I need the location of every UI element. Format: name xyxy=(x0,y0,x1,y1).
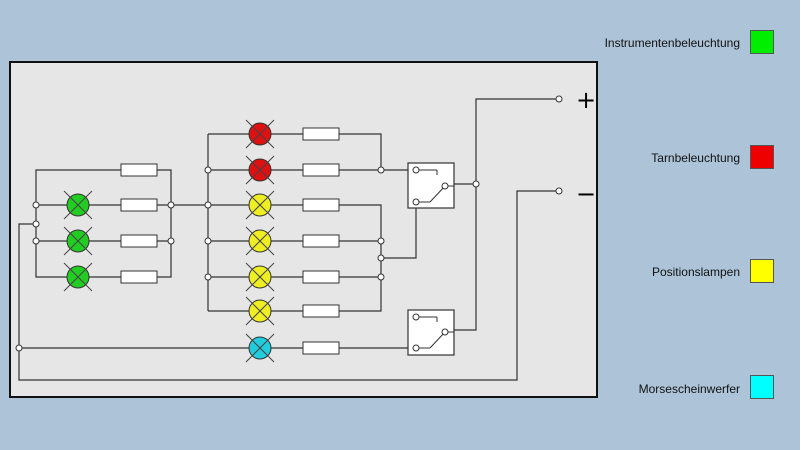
resistor-symbol xyxy=(302,270,340,284)
lamp-symbol xyxy=(63,190,93,220)
resistor-symbol xyxy=(302,127,340,141)
plus-terminal-label: + xyxy=(576,86,597,114)
legend-label: Morsescheinwerfer xyxy=(638,382,740,396)
resistor-symbol xyxy=(120,198,158,212)
legend-swatch-yellow xyxy=(750,259,774,283)
legend-label: Positionslampen xyxy=(651,265,740,279)
junction-node xyxy=(555,187,563,195)
junction-node xyxy=(32,220,40,228)
junction-node xyxy=(412,166,420,174)
minus-terminal-label: − xyxy=(576,180,597,208)
lamp-symbol xyxy=(245,333,275,363)
legend-label: Instrumentenbeleuchtung xyxy=(604,36,740,50)
junction-node xyxy=(555,95,563,103)
junction-node xyxy=(32,201,40,209)
resistor-symbol xyxy=(302,304,340,318)
lamp-symbol xyxy=(245,190,275,220)
junction-node xyxy=(204,201,212,209)
resistor-symbol xyxy=(120,234,158,248)
junction-node xyxy=(412,313,420,321)
junction-node xyxy=(441,328,449,336)
junction-node xyxy=(377,254,385,262)
junction-node xyxy=(377,166,385,174)
junction-node xyxy=(441,182,449,190)
junction-node xyxy=(472,180,480,188)
legend-label: Tarnbeleuchtung xyxy=(651,151,740,165)
lamp-symbol xyxy=(245,262,275,292)
legend-swatch-cyan xyxy=(750,375,774,399)
resistor-symbol xyxy=(302,198,340,212)
junction-node xyxy=(204,273,212,281)
lamp-symbol xyxy=(245,119,275,149)
resistor-symbol xyxy=(302,163,340,177)
legend-swatch-red xyxy=(750,145,774,169)
circuit-panel xyxy=(9,61,598,398)
legend-swatch-green xyxy=(750,30,774,54)
junction-nodes xyxy=(15,95,563,352)
junction-node xyxy=(377,237,385,245)
junction-node xyxy=(167,237,175,245)
resistor-symbol xyxy=(302,234,340,248)
lamp-symbol xyxy=(245,155,275,185)
junction-node xyxy=(412,344,420,352)
lamp-symbol xyxy=(63,262,93,292)
lamps xyxy=(63,119,275,363)
junction-node xyxy=(377,273,385,281)
junction-node xyxy=(167,201,175,209)
resistor-symbol xyxy=(120,270,158,284)
junction-node xyxy=(204,166,212,174)
resistor-symbol xyxy=(120,163,158,177)
lamp-symbol xyxy=(245,226,275,256)
junction-node xyxy=(15,344,23,352)
junction-node xyxy=(204,237,212,245)
junction-node xyxy=(412,198,420,206)
lamp-symbol xyxy=(63,226,93,256)
resistors xyxy=(120,127,340,355)
junction-node xyxy=(32,237,40,245)
resistor-symbol xyxy=(302,341,340,355)
lamp-symbol xyxy=(245,296,275,326)
